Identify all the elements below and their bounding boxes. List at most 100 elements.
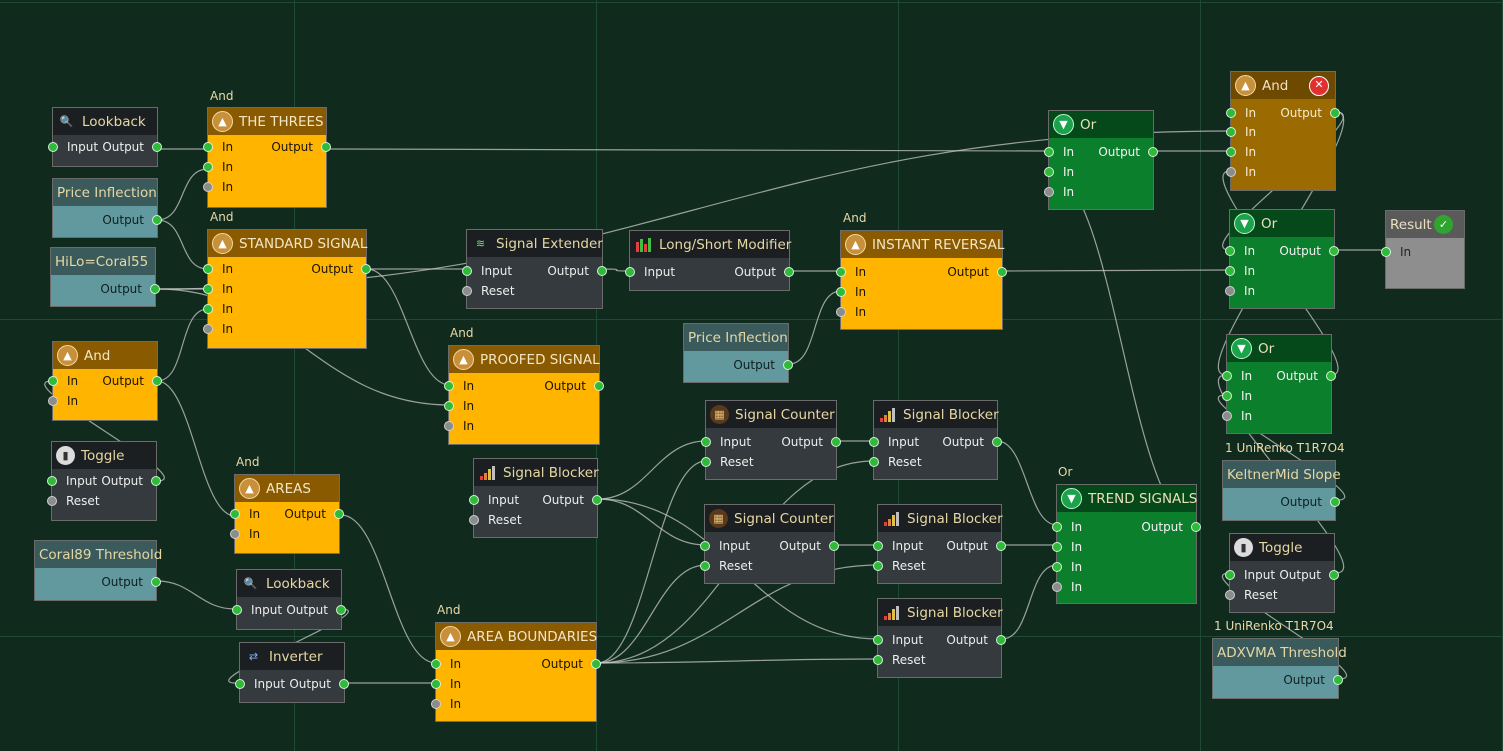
output-port[interactable]: Output — [947, 262, 1007, 282]
input-port[interactable]: Input — [873, 630, 923, 650]
in-port[interactable]: In — [1226, 142, 1256, 162]
signal-extender-node[interactable]: ≋Signal Extender Input Reset Output — [462, 229, 607, 309]
node-header[interactable]: ▲And — [53, 342, 157, 369]
input-port[interactable]: Input — [469, 490, 519, 510]
output-port[interactable]: Output — [311, 259, 371, 279]
trend-signals-node[interactable]: ▼TREND SIGNALS In In In In Output — [1052, 484, 1201, 604]
inverter-node[interactable]: ⇄Inverter Input Output — [235, 642, 349, 703]
or-node-low[interactable]: ▼Or In In In Output — [1222, 334, 1336, 434]
input-port[interactable]: Input — [701, 432, 751, 452]
input-port[interactable]: Input — [462, 261, 512, 281]
node-header[interactable]: ⇄Inverter — [240, 643, 344, 670]
node-header[interactable]: Signal Blocker — [874, 401, 999, 428]
signal-blocker-node-1[interactable]: Signal Blocker Input Reset Output — [469, 458, 602, 538]
reset-port[interactable]: Reset — [701, 452, 754, 472]
lookback-node-1[interactable]: 🔍Lookback Input Output — [48, 107, 162, 167]
area-boundaries-node[interactable]: ▲AREA BOUNDARIES In In In Output — [431, 622, 601, 722]
output-port[interactable]: Output — [1098, 142, 1158, 162]
or-node-mid[interactable]: ▼Or In In In Output — [1225, 209, 1339, 309]
in-port[interactable]: In — [1226, 103, 1256, 123]
node-header[interactable]: ▲AREA BOUNDARIES — [436, 623, 597, 650]
output-port[interactable]: Output — [284, 504, 344, 524]
output-port[interactable]: Output — [1280, 492, 1340, 512]
in-port[interactable]: In — [1225, 261, 1255, 281]
in-port[interactable]: In — [1222, 366, 1252, 386]
keltnermid-slope-node[interactable]: KeltnerMid Slope Output — [1222, 460, 1341, 521]
node-header[interactable]: Price Inflection — [53, 179, 157, 206]
long-short-modifier-node[interactable]: Long/Short Modifier Input Output — [625, 230, 794, 291]
reset-port[interactable]: Reset — [1225, 585, 1278, 605]
in-port[interactable]: In — [203, 157, 233, 177]
in-port[interactable]: In — [431, 694, 461, 714]
in-port[interactable]: In — [203, 177, 233, 197]
output-port[interactable]: Output — [733, 355, 793, 375]
toggle-node-2[interactable]: ▮Toggle Input Reset Output — [1225, 533, 1339, 613]
in-port[interactable]: In — [836, 262, 866, 282]
output-port[interactable]: Output — [942, 432, 1002, 452]
in-port[interactable]: In — [431, 654, 461, 674]
node-header[interactable]: ADXVMA Threshold — [1213, 639, 1347, 666]
output-port[interactable]: Output — [781, 432, 841, 452]
output-port[interactable]: Output — [102, 371, 162, 391]
output-port[interactable]: Output — [946, 630, 1006, 650]
output-port[interactable]: Output — [1283, 670, 1343, 690]
areas-node[interactable]: ▲AREAS In In Output — [230, 474, 344, 554]
output-port[interactable]: Output — [1279, 565, 1339, 585]
in-port[interactable]: In — [1044, 142, 1074, 162]
node-header[interactable]: ▼Or — [1230, 210, 1334, 237]
adxvma-threshold-node[interactable]: ADXVMA Threshold Output — [1212, 638, 1347, 699]
in-port[interactable]: In — [203, 299, 233, 319]
in-port[interactable]: In — [1225, 281, 1255, 301]
node-header[interactable]: ▲THE THREES — [208, 108, 326, 135]
in-port[interactable]: In — [1044, 162, 1074, 182]
node-header[interactable]: 🔍Lookback — [53, 108, 157, 135]
node-header[interactable]: ▼Or — [1049, 111, 1153, 138]
node-header[interactable]: HiLo=Coral55 — [51, 248, 155, 275]
signal-blocker-node-3[interactable]: Signal Blocker Input Reset Output — [873, 504, 1006, 584]
in-port[interactable]: In — [1225, 241, 1255, 261]
output-port[interactable]: Output — [286, 600, 346, 620]
in-port[interactable]: In — [1226, 122, 1256, 142]
input-port[interactable]: Input — [700, 536, 750, 556]
output-port[interactable]: Output — [102, 210, 162, 230]
output-port[interactable]: Output — [289, 674, 349, 694]
toggle-node-1[interactable]: ▮Toggle Input Reset Output — [47, 441, 161, 521]
output-port[interactable]: Output — [102, 137, 162, 157]
input-port[interactable]: Input — [47, 471, 97, 491]
output-port[interactable]: Output — [541, 654, 601, 674]
reset-port[interactable]: Reset — [873, 556, 926, 576]
in-port[interactable]: In — [203, 319, 233, 339]
input-port[interactable]: Input — [1225, 565, 1275, 585]
in-port[interactable]: In — [836, 282, 866, 302]
input-port[interactable]: Input — [625, 262, 675, 282]
in-port[interactable]: In — [48, 391, 78, 411]
in-port[interactable]: In — [1222, 406, 1252, 426]
price-inflection-node-2[interactable]: Price Inflection Output — [683, 323, 793, 383]
node-header[interactable]: ▮Toggle — [52, 442, 156, 469]
or-node-top[interactable]: ▼Or In In In Output — [1044, 110, 1158, 210]
input-port[interactable]: Input — [235, 674, 285, 694]
node-header[interactable]: Signal Blocker — [878, 599, 1003, 626]
node-header[interactable]: ▦Signal Counter — [705, 505, 834, 532]
output-port[interactable]: Output — [1280, 103, 1340, 123]
in-port[interactable]: In — [836, 302, 866, 322]
in-port[interactable]: In — [1226, 162, 1256, 182]
output-port[interactable]: Output — [101, 471, 161, 491]
node-header[interactable]: Price Inflection — [684, 324, 788, 351]
output-port[interactable]: Output — [1276, 366, 1336, 386]
node-header[interactable]: 🔍Lookback — [237, 570, 341, 597]
signal-blocker-node-2[interactable]: Signal Blocker Input Reset Output — [869, 400, 1002, 480]
reset-port[interactable]: Reset — [873, 650, 926, 670]
output-port[interactable]: Output — [1141, 517, 1201, 537]
node-header[interactable]: ▲AREAS — [235, 475, 339, 502]
in-port[interactable]: In — [203, 259, 233, 279]
output-port[interactable]: Output — [542, 490, 602, 510]
close-icon[interactable]: ✕ — [1309, 76, 1329, 96]
node-header[interactable]: ▮Toggle — [1230, 534, 1334, 561]
input-port[interactable]: Input — [873, 536, 923, 556]
price-inflection-node-1[interactable]: Price Inflection Output — [52, 178, 162, 238]
in-port[interactable]: In — [48, 371, 78, 391]
output-port[interactable]: Output — [271, 137, 331, 157]
in-port[interactable]: In — [431, 674, 461, 694]
output-port[interactable]: Output — [101, 572, 161, 592]
